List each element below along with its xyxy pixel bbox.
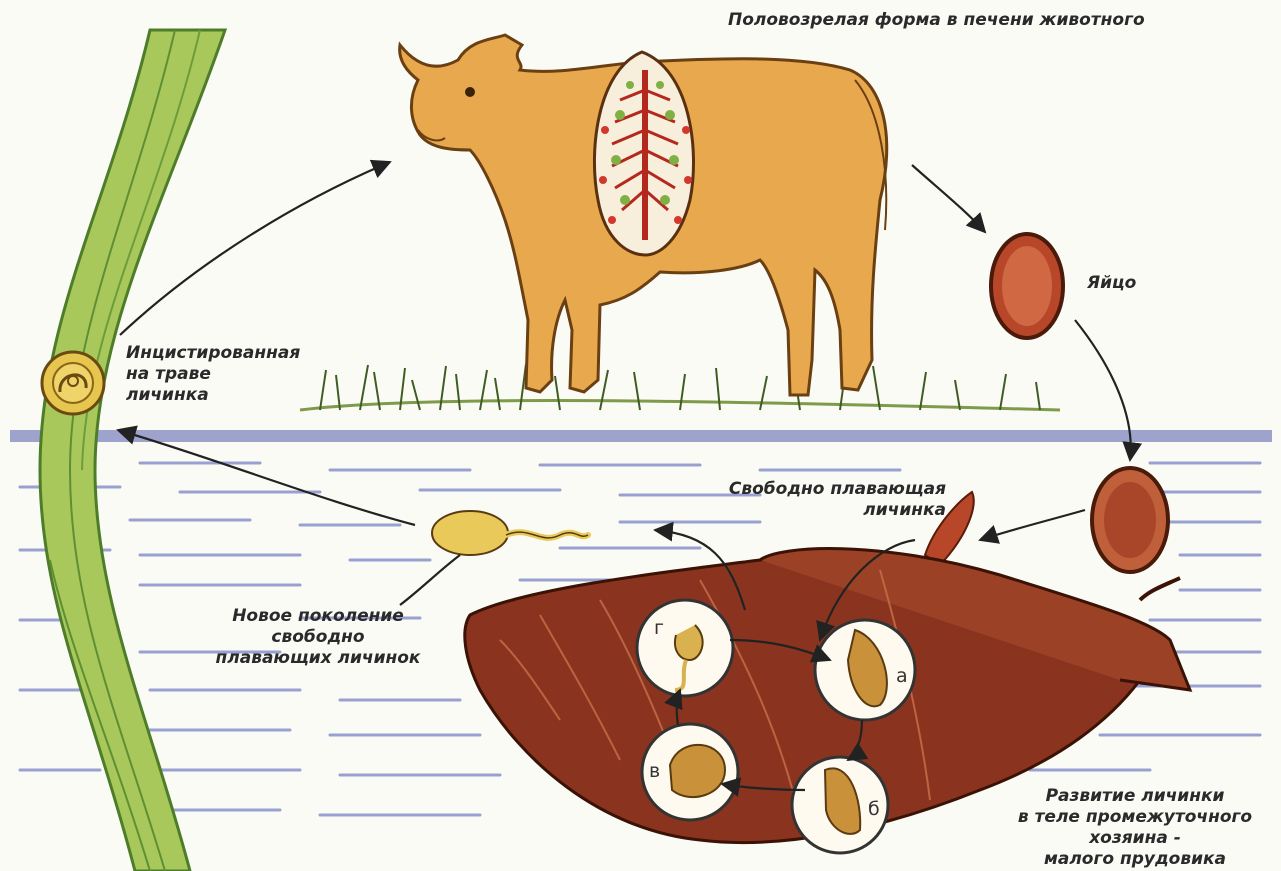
stage-letter-b: б — [868, 798, 880, 820]
egg-hatching — [1092, 468, 1168, 572]
label-egg: Яйцо — [1087, 273, 1136, 294]
label-development: Развитие личинки в теле промежуточного х… — [995, 786, 1275, 870]
meadow-grass — [300, 364, 1060, 410]
grass-blade — [40, 30, 225, 871]
stage-letter-v: в — [649, 760, 660, 782]
arrow-egg-to-larva — [980, 510, 1085, 540]
label-new-generation: Новое поколение свободно плавающих личин… — [178, 606, 458, 669]
egg-top — [991, 234, 1063, 338]
stage-letter-a: а — [896, 665, 908, 687]
stage-circle-g — [637, 600, 733, 696]
pointer-new-generation — [400, 555, 460, 605]
label-encysted-larva: Инцистированная на траве личинка — [126, 343, 300, 406]
label-free-swimming-larva: Свободно плавающая личинка — [676, 479, 946, 521]
arrow-cercaria-to-grass — [118, 430, 415, 525]
arrow-cow-to-egg — [912, 165, 985, 232]
water-surface — [10, 430, 1272, 442]
label-adult-form: Половозрелая форма в печени животного — [728, 10, 1145, 31]
encysted-larva-cyst — [42, 352, 104, 414]
stage-letter-g: г — [654, 617, 664, 639]
